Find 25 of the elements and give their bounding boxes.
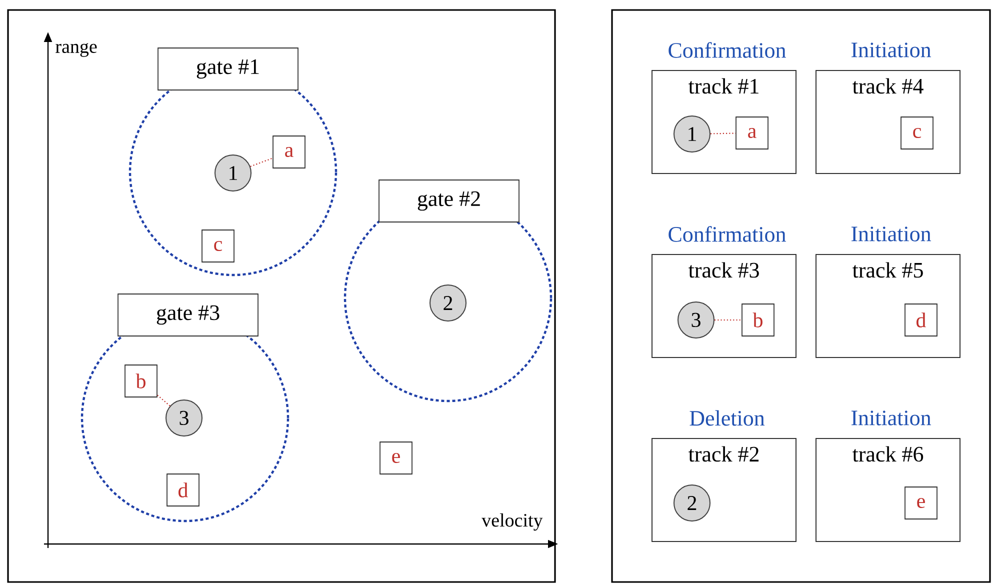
measurement-box: b — [124, 364, 158, 398]
association-line — [710, 132, 736, 134]
status-heading: Initiation — [851, 226, 932, 242]
association-line — [250, 158, 273, 168]
status-heading: Confirmation — [668, 42, 786, 58]
measurement-box: c — [202, 230, 234, 262]
measurement-box: a — [272, 136, 306, 168]
measurement-box: c — [900, 116, 934, 150]
measurement-box: e — [380, 442, 412, 474]
measurement-box: e — [904, 486, 938, 520]
gate-label: gate #3 — [118, 294, 258, 336]
gate-label: gate #2 — [378, 180, 520, 222]
axis-label: range — [56, 43, 97, 57]
status-heading: Initiation — [851, 42, 932, 58]
status-heading: Initiation — [851, 410, 932, 426]
measurement-box: a — [736, 116, 768, 150]
measurement-box: d — [904, 304, 938, 336]
status-heading: Deletion — [690, 410, 765, 426]
status-heading: Confirmation — [668, 226, 786, 242]
measurement-box: b — [742, 304, 774, 336]
association-line — [714, 319, 742, 321]
measurement-box: d — [166, 474, 200, 506]
gate-label: gate #1 — [158, 48, 298, 90]
association-line — [157, 394, 170, 406]
axis-label: velocity — [482, 513, 543, 531]
